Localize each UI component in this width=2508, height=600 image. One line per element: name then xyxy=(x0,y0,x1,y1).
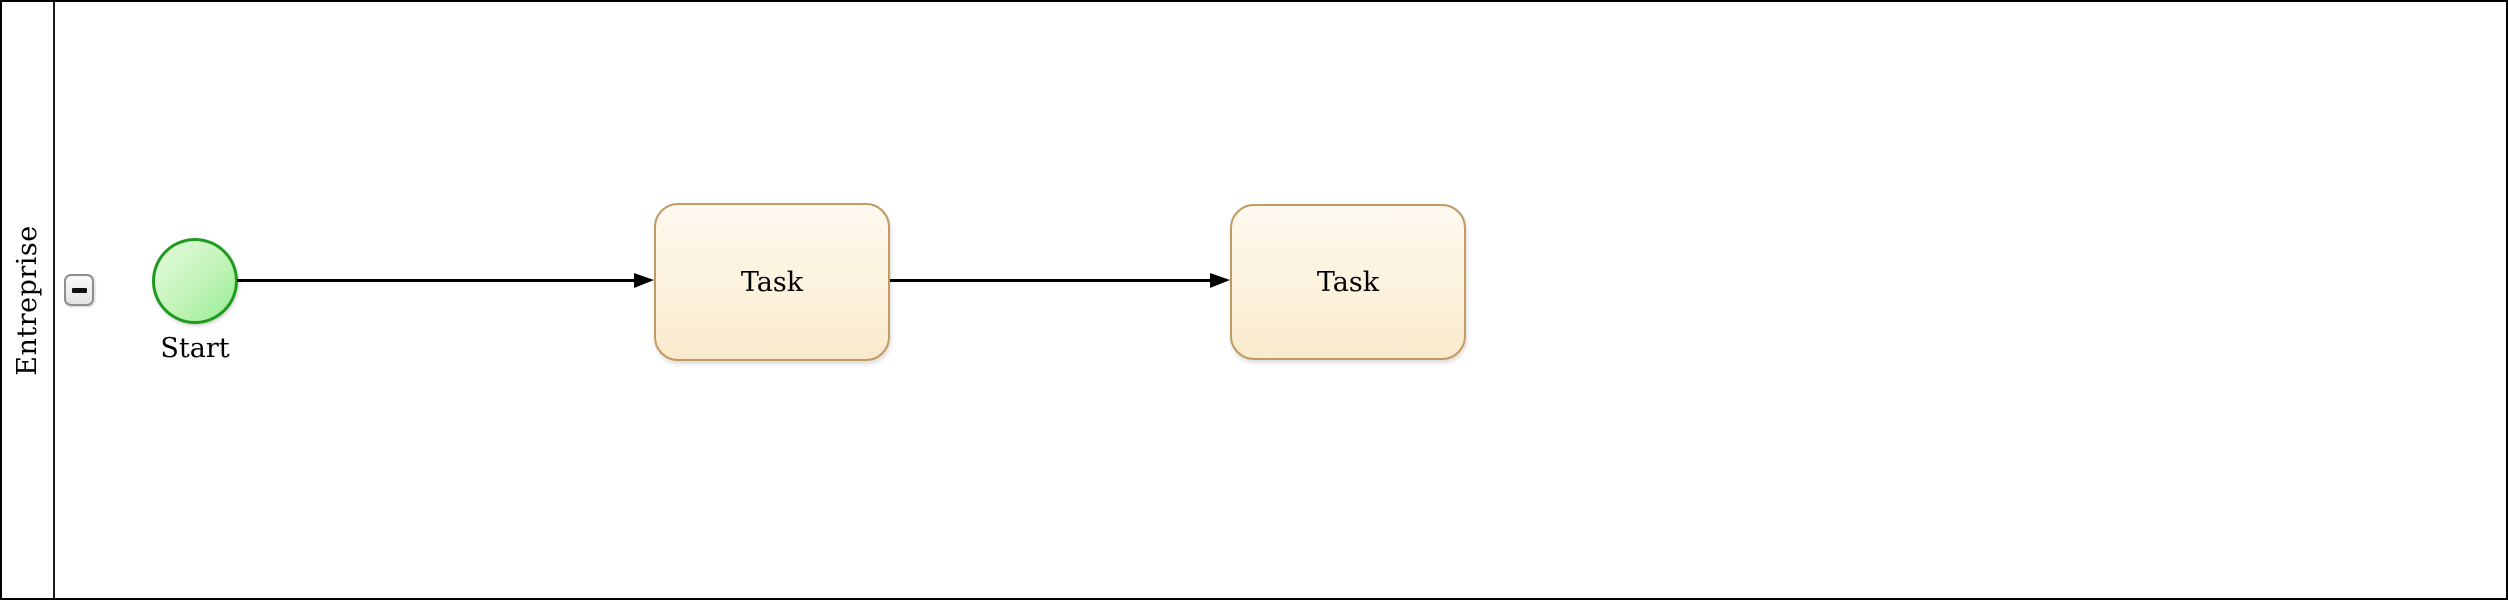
task-node-2[interactable]: Task xyxy=(1230,204,1466,360)
arrowhead-icon xyxy=(1210,273,1230,288)
start-event-label: Start xyxy=(160,333,230,364)
minus-icon xyxy=(71,287,87,293)
arrowhead-icon xyxy=(634,273,654,288)
task-1-label: Task xyxy=(740,266,804,298)
pool-collapse-button[interactable] xyxy=(64,274,94,306)
sequence-flow-task1-task2[interactable] xyxy=(890,279,1212,282)
lane-divider xyxy=(53,2,55,598)
pool-label: Entreprise xyxy=(12,224,43,376)
task-2-label: Task xyxy=(1316,266,1380,298)
pool-lane-header[interactable]: Entreprise xyxy=(2,2,53,598)
task-node-1[interactable]: Task xyxy=(654,203,890,361)
start-event-node[interactable] xyxy=(152,238,238,324)
sequence-flow-start-task1[interactable] xyxy=(237,279,636,282)
